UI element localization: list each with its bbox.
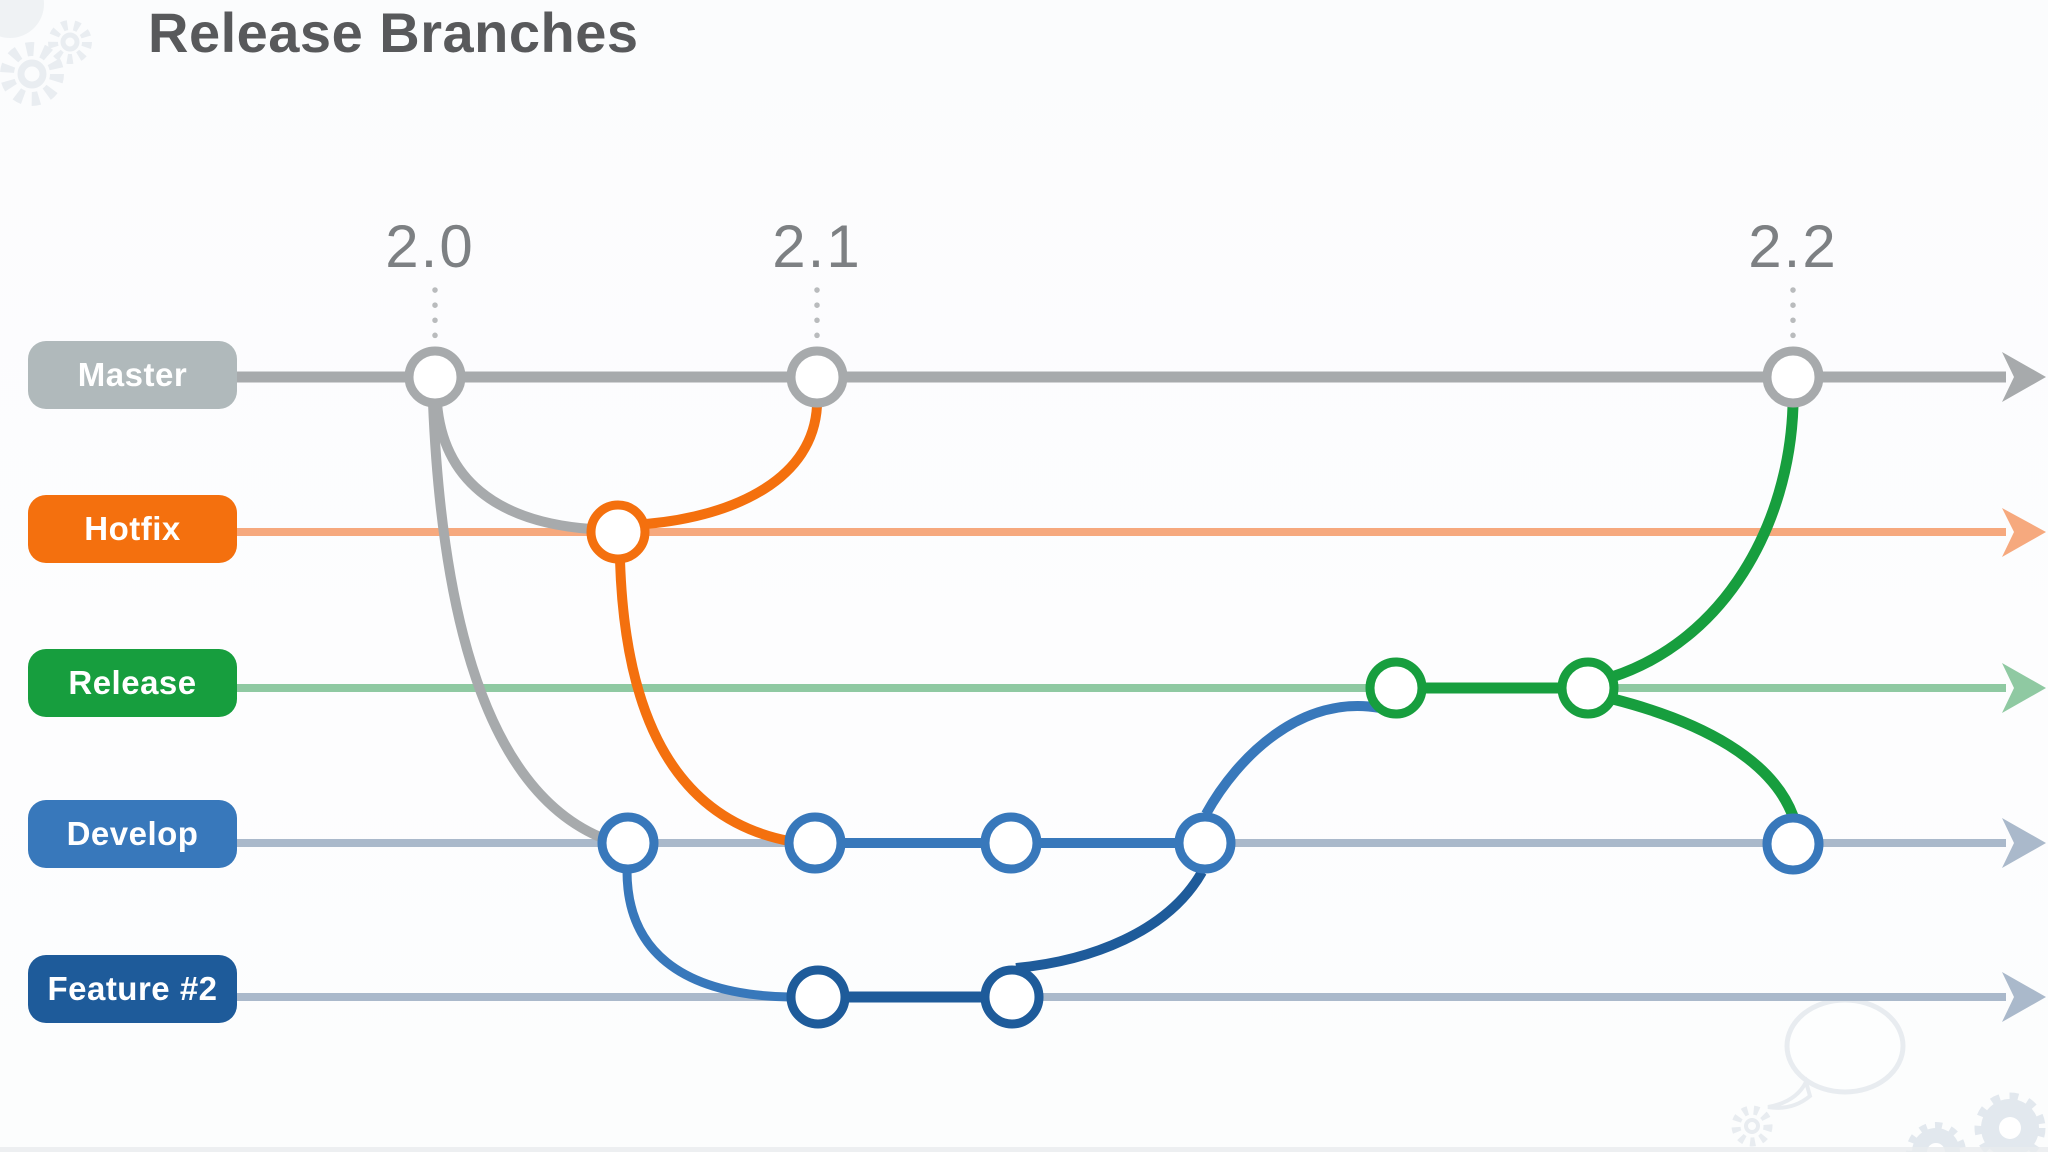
commit-node-master-2.0 bbox=[404, 346, 466, 408]
commit-node-feature-2 bbox=[980, 965, 1044, 1029]
curve-master-to-hotfix bbox=[432, 402, 592, 534]
commit-node-develop-3 bbox=[980, 812, 1042, 874]
curve-feature-to-develop bbox=[1015, 869, 1207, 973]
curve-develop-to-feature bbox=[622, 870, 791, 1002]
commit-node-develop-1 bbox=[597, 812, 659, 874]
commit-node-develop-2 bbox=[784, 812, 846, 874]
page-title: Release Branches bbox=[148, 1, 639, 64]
develop-arrow-icon bbox=[2002, 818, 2046, 868]
curve-release-to-develop bbox=[1611, 693, 1799, 819]
version-label-2.0: 2.0 bbox=[385, 213, 475, 280]
commit-node-release-2 bbox=[1557, 657, 1619, 719]
branch-label-develop: Develop bbox=[28, 800, 237, 868]
branch-label-master: Master bbox=[28, 341, 237, 409]
gear-icon bbox=[1731, 1105, 1773, 1147]
gear-icon bbox=[48, 20, 92, 64]
commit-node-feature-1 bbox=[786, 965, 850, 1029]
speech-bubble-icon bbox=[1767, 997, 1906, 1110]
decoration-bottom-right bbox=[0, 997, 2048, 1152]
curve-develop-to-release bbox=[1201, 701, 1381, 817]
curve-release-to-master bbox=[1610, 405, 1799, 683]
curve-master-to-develop bbox=[428, 402, 602, 842]
branch-label-hotfix: Hotfix bbox=[28, 495, 237, 563]
version-label-2.1: 2.1 bbox=[772, 213, 862, 280]
commit-node-hotfix bbox=[586, 500, 650, 564]
release-arrow-icon bbox=[2002, 663, 2046, 713]
version-label-2.2: 2.2 bbox=[1748, 213, 1838, 280]
commit-node-master-2.2 bbox=[1762, 346, 1824, 408]
commit-node-release-1 bbox=[1365, 657, 1427, 719]
master-arrow-icon bbox=[2002, 352, 2046, 402]
gear-icon bbox=[0, 42, 64, 106]
feature-arrow-icon bbox=[2002, 972, 2046, 1022]
gears-decoration-top-left bbox=[0, 0, 92, 106]
gear-icon bbox=[1974, 1092, 2046, 1152]
commit-node-develop-4 bbox=[1174, 812, 1236, 874]
bottom-edge bbox=[0, 1147, 2048, 1152]
branch-label-release: Release bbox=[28, 649, 237, 717]
branch-label-feature2: Feature #2 bbox=[28, 955, 237, 1023]
curve-hotfix-to-develop bbox=[615, 559, 790, 846]
curve-hotfix-to-master bbox=[645, 405, 822, 529]
hotfix-arrow-icon bbox=[2002, 508, 2046, 557]
commit-node-develop-5 bbox=[1762, 813, 1824, 875]
commit-node-master-2.1 bbox=[786, 346, 848, 408]
corner-blob bbox=[0, 0, 44, 38]
